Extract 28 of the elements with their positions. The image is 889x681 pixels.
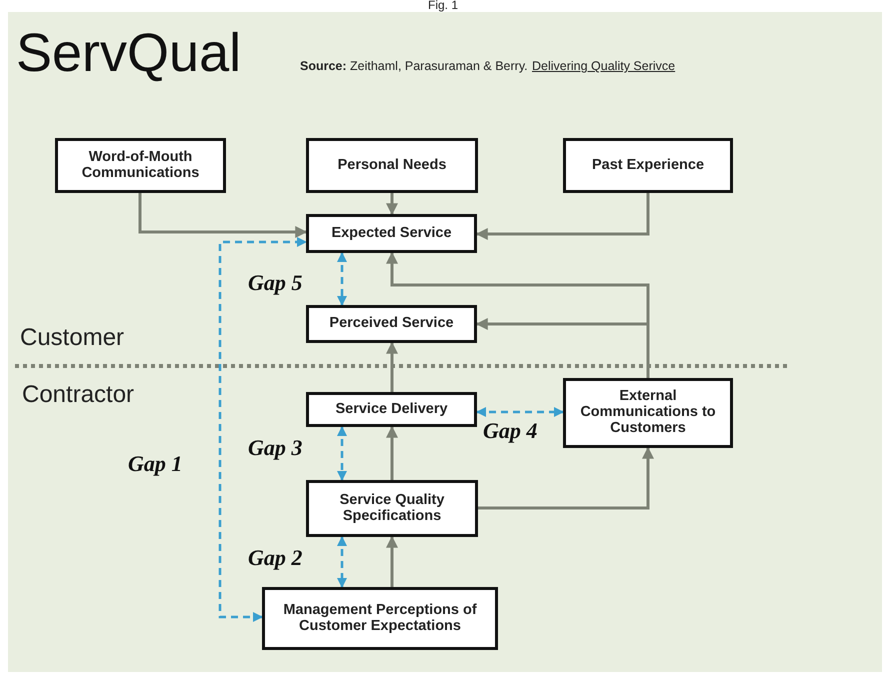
process-box: Personal Needs: [306, 138, 478, 193]
arrow: [476, 193, 650, 240]
dashed-arrow: [337, 426, 347, 481]
arrow: [386, 536, 398, 587]
process-box: External Communications to Customers: [563, 378, 733, 448]
dashed-arrow: [337, 536, 347, 588]
process-box: Perceived Service: [306, 305, 477, 343]
arrow: [476, 318, 650, 378]
section-label: Contractor: [22, 381, 134, 409]
dashed-arrow: [476, 407, 564, 417]
arrow: [386, 342, 398, 392]
process-box: Service Quality Specifications: [306, 480, 478, 537]
process-box: Service Delivery: [306, 392, 477, 427]
process-box: Expected Service: [306, 214, 477, 253]
process-box: Past Experience: [563, 138, 733, 193]
section-label: Customer: [20, 324, 124, 352]
process-box: Word-of-Mouth Communications: [55, 138, 226, 193]
figure-number: Fig. 1: [428, 0, 458, 11]
title: ServQual: [16, 24, 242, 84]
process-box: Management Perceptions of Customer Expectations: [262, 587, 498, 650]
source-note: Source: Zeithaml, Parasuraman & Berry.: [300, 59, 528, 73]
dashed-arrow: [218, 237, 307, 622]
arrow: [478, 446, 654, 510]
arrow: [386, 426, 398, 480]
arrow: [386, 193, 398, 216]
arrow: [138, 193, 308, 238]
dashed-arrow: [337, 252, 347, 306]
book-title: Delivering Quality Serivce: [532, 59, 676, 73]
